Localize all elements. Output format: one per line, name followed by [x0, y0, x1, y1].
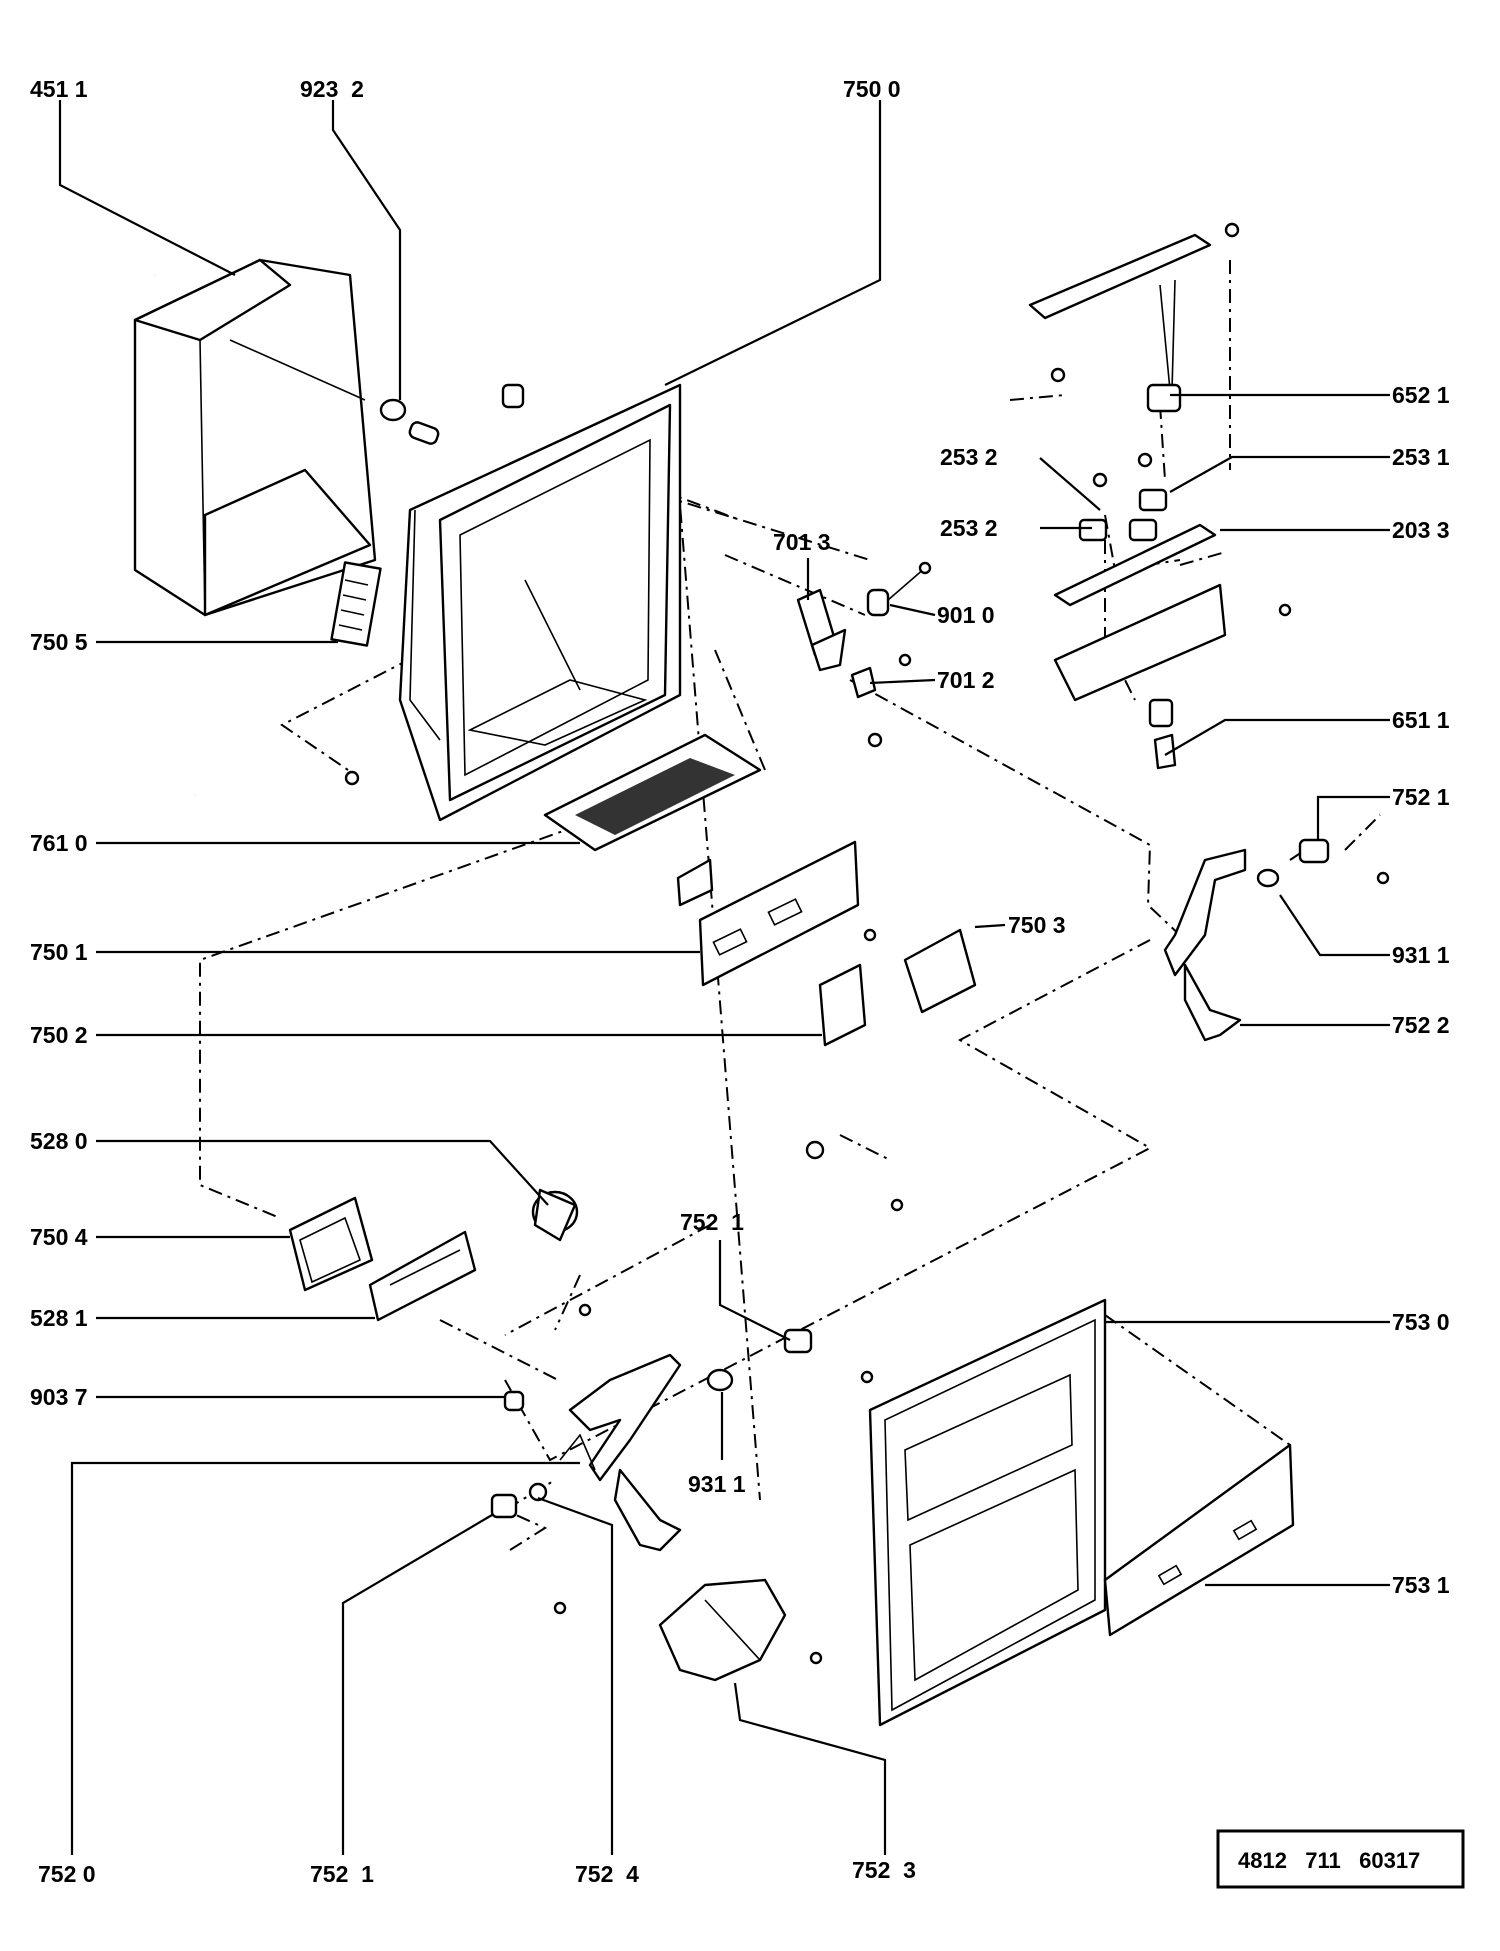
grille-holes	[575, 758, 735, 835]
label-528-1: 528 1	[30, 1305, 88, 1331]
label-750-2: 750 2	[30, 1022, 88, 1048]
part-labels: 451 1 923 2 750 0 652 1 253 2 253 1 253 …	[30, 76, 1450, 1887]
label-752-0: 752 0	[38, 1861, 96, 1887]
label-901-0: 901 0	[937, 602, 995, 628]
label-651-1: 651 1	[1392, 707, 1450, 733]
document-reference-box: 4812 711 60317	[1216, 1829, 1465, 1889]
label-253-1: 253 1	[1392, 444, 1450, 470]
label-752-1-middle: 752 1	[680, 1209, 744, 1235]
label-903-7: 903 7	[30, 1384, 88, 1410]
label-752-1-right: 752 1	[1392, 784, 1450, 810]
label-761-0: 761 0	[30, 830, 88, 856]
label-752-3: 752 3	[852, 1857, 916, 1883]
label-701-2: 701 2	[937, 667, 995, 693]
label-750-5: 750 5	[30, 629, 88, 655]
label-752-2: 752 2	[1392, 1012, 1450, 1038]
leader-lines	[58, 100, 1390, 1855]
label-931-1-middle: 931 1	[688, 1471, 746, 1497]
label-750-1: 750 1	[30, 939, 88, 965]
label-750-4: 750 4	[30, 1224, 88, 1250]
label-752-1-bottom: 752 1	[310, 1861, 374, 1887]
label-253-2-a: 253 2	[940, 444, 998, 470]
label-701-3: 701 3	[773, 529, 831, 555]
label-750-0-top: 750 0	[843, 76, 901, 102]
label-451-1: 451 1	[30, 76, 88, 102]
label-753-1: 753 1	[1392, 1572, 1450, 1598]
label-752-4: 752 4	[575, 1861, 639, 1887]
label-931-1-right: 931 1	[1392, 942, 1450, 968]
label-528-0: 528 0	[30, 1128, 88, 1154]
document-reference-number: 4812 711 60317	[1238, 1848, 1420, 1873]
screws	[344, 222, 1390, 1665]
parts-drawing	[131, 222, 1390, 1727]
label-923-2: 923 2	[300, 76, 364, 102]
label-253-2-b: 253 2	[940, 515, 998, 541]
label-753-0: 753 0	[1392, 1309, 1450, 1335]
label-203-3: 203 3	[1392, 517, 1450, 543]
label-652-1: 652 1	[1392, 382, 1450, 408]
label-750-3: 750 3	[1008, 912, 1066, 938]
